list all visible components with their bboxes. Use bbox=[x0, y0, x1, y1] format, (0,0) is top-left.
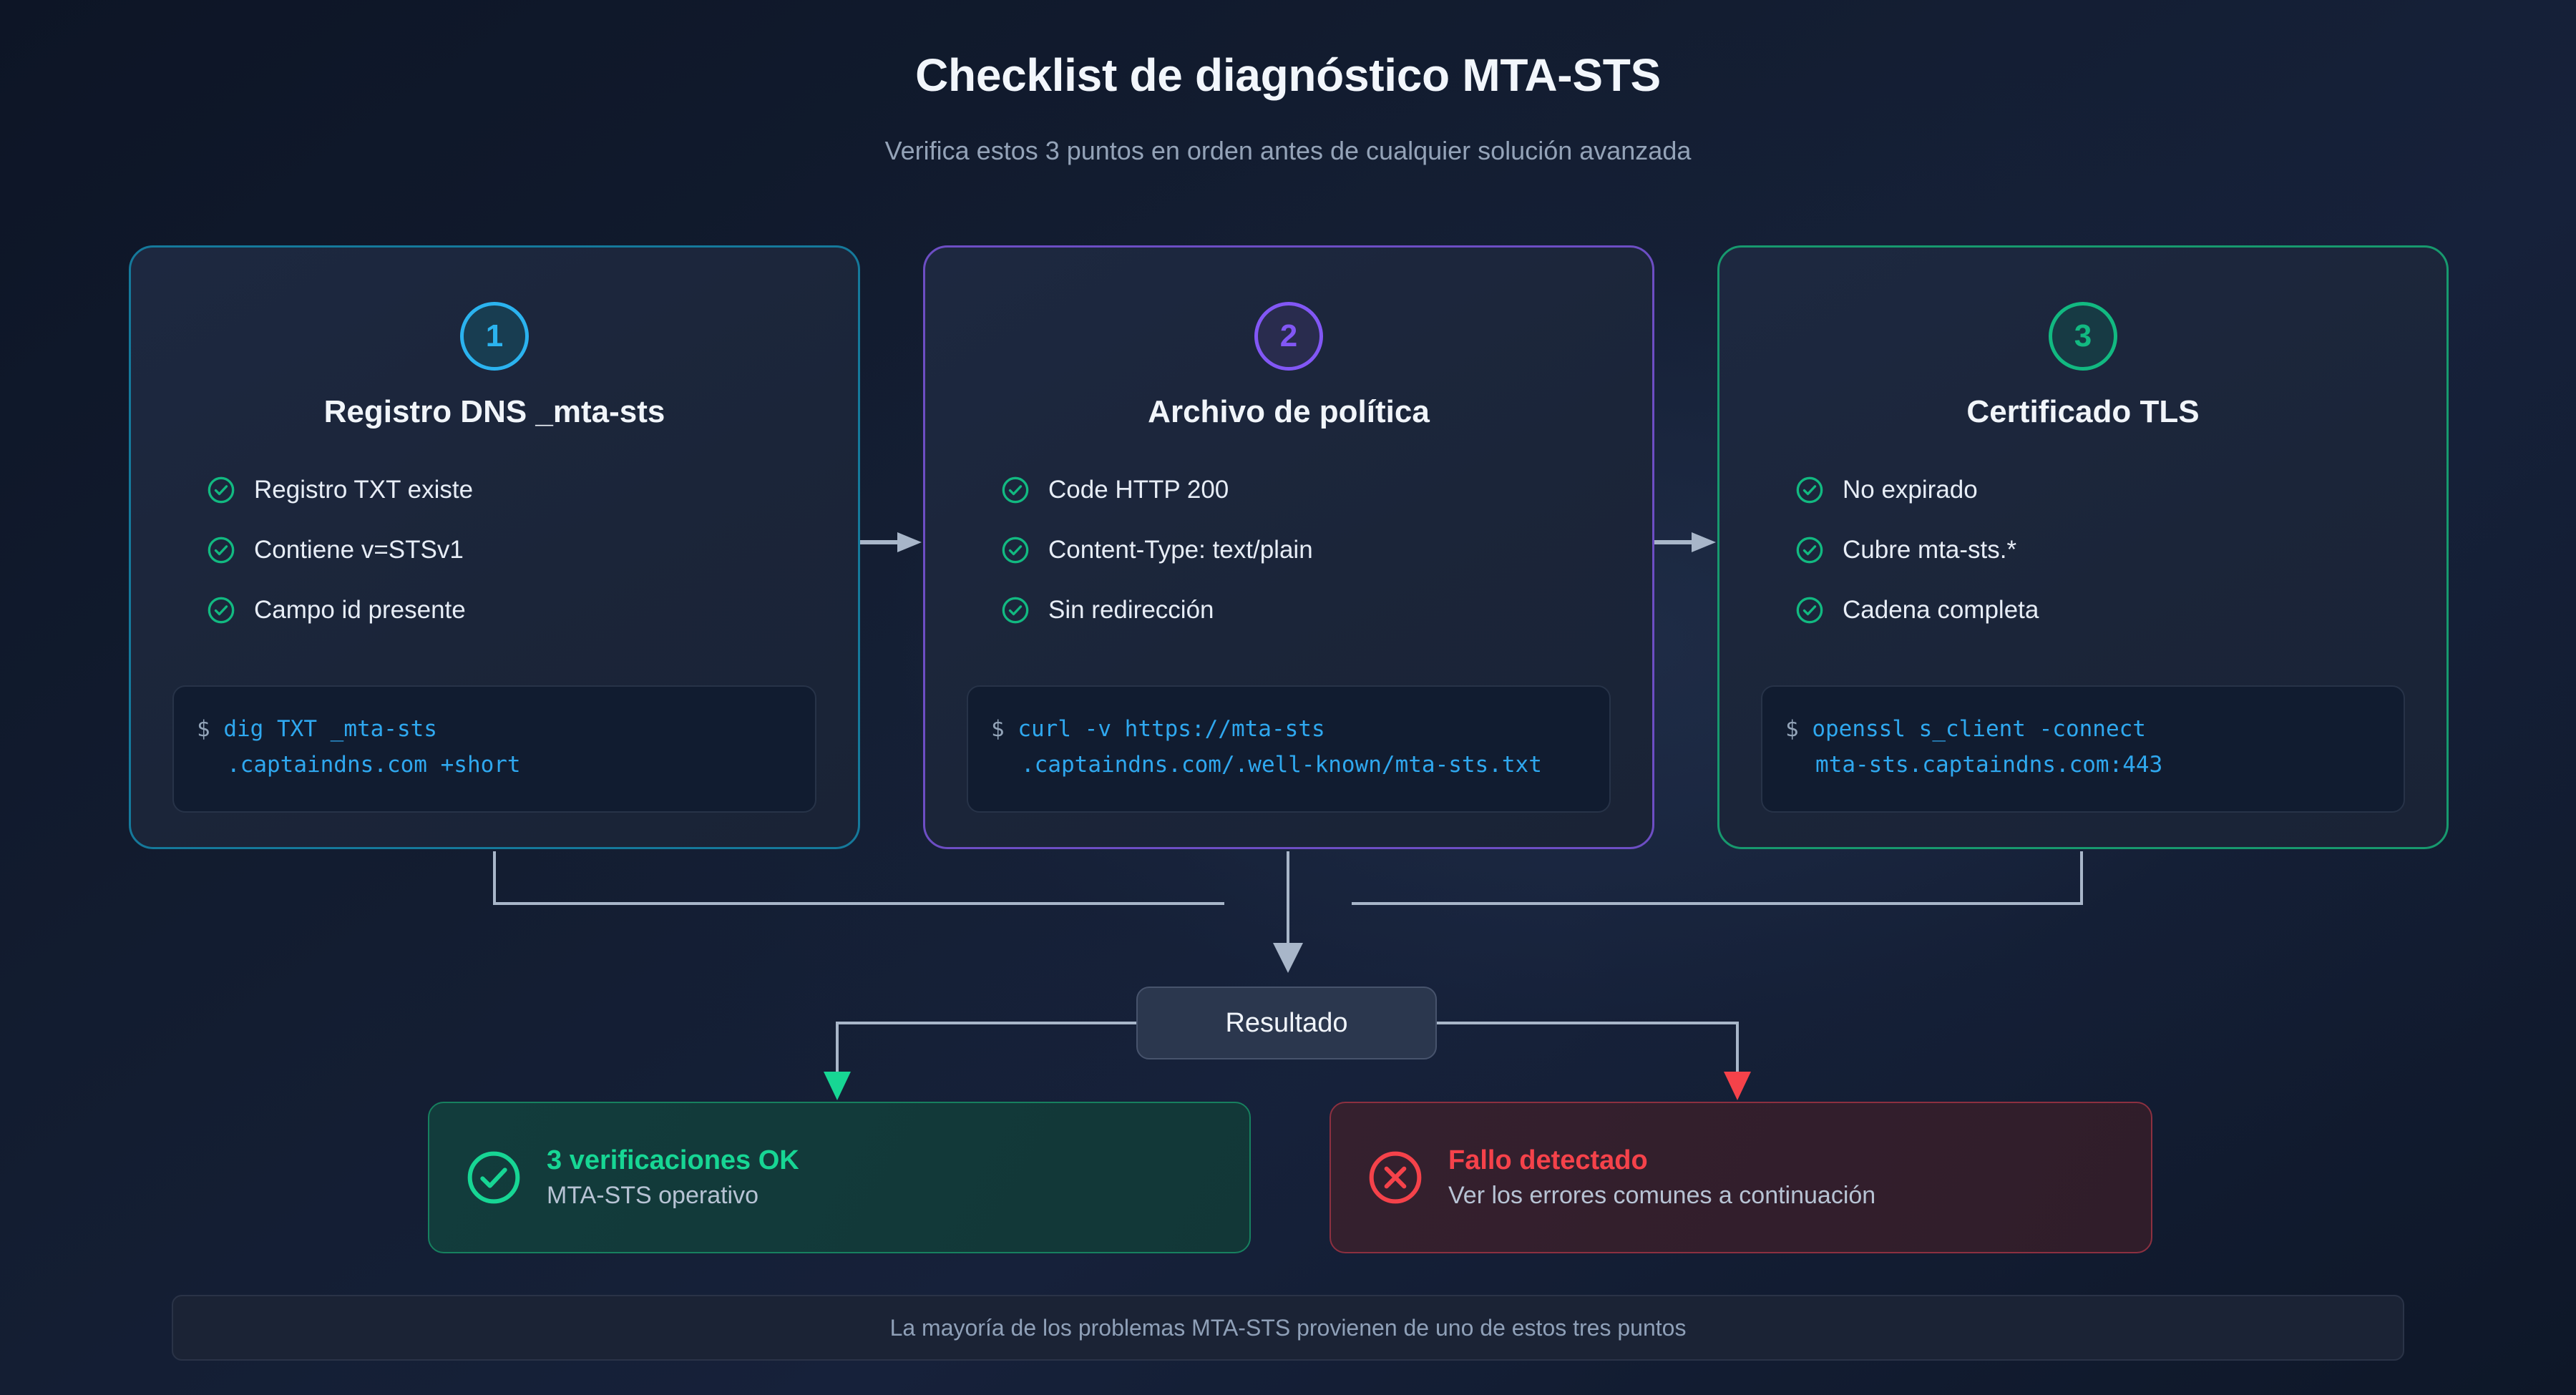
arrow-step1-to-step2 bbox=[853, 532, 922, 552]
shell-prompt: $ bbox=[991, 716, 1005, 742]
step-card-2[interactable]: 2 Archivo de política Code HTTP 200 Cont… bbox=[923, 245, 1654, 849]
check-item: Code HTTP 200 bbox=[1001, 469, 1313, 511]
check-item: Contiene v=STSv1 bbox=[207, 529, 473, 571]
command-line-2: mta-sts.captaindns.com:443 bbox=[1815, 752, 2163, 778]
result-node[interactable]: Resultado bbox=[1136, 987, 1437, 1059]
check-label: Content-Type: text/plain bbox=[1048, 536, 1313, 564]
check-circle-icon bbox=[208, 537, 235, 564]
shell-prompt: $ bbox=[1785, 716, 1799, 742]
arrow-step2-to-step3 bbox=[1647, 532, 1716, 552]
step-command-1[interactable]: $ dig TXT _mta-sts .captaindns.com +shor… bbox=[172, 685, 816, 813]
step-number-badge-2: 2 bbox=[1254, 302, 1323, 371]
check-circle-icon bbox=[208, 597, 235, 624]
command-line-1: dig TXT _mta-sts bbox=[223, 716, 437, 742]
check-label: Sin redirección bbox=[1048, 596, 1214, 624]
check-circle-icon bbox=[467, 1151, 520, 1204]
step-number-badge-3: 3 bbox=[2049, 302, 2117, 371]
step-check-list-3: No expirado Cubre mta-sts.* Cadena compl… bbox=[1795, 469, 2039, 650]
outcome-success-text: 3 verificaciones OK MTA-STS operativo bbox=[547, 1145, 799, 1210]
step-check-list-2: Code HTTP 200 Content-Type: text/plain S… bbox=[1001, 469, 1313, 650]
check-label: Registro TXT existe bbox=[254, 476, 474, 504]
command-line-2: .captaindns.com +short bbox=[227, 752, 521, 778]
step-command-2[interactable]: $ curl -v https://mta-sts .captaindns.co… bbox=[967, 685, 1611, 813]
step-number-badge-1: 1 bbox=[460, 302, 529, 371]
outcome-success-subtitle: MTA-STS operativo bbox=[547, 1182, 759, 1209]
outcome-failure-subtitle: Ver los errores comunes a continuación bbox=[1448, 1182, 1876, 1209]
outcome-success-title: 3 verificaciones OK bbox=[547, 1145, 799, 1175]
step-title-1: Registro DNS _mta-sts bbox=[323, 394, 665, 429]
check-item: Cadena completa bbox=[1795, 589, 2039, 631]
command-line-2: .captaindns.com/.well-known/mta-sts.txt bbox=[1021, 752, 1542, 778]
check-item: Sin redirección bbox=[1001, 589, 1313, 631]
outcome-success[interactable]: 3 verificaciones OK MTA-STS operativo bbox=[428, 1102, 1251, 1253]
check-circle-icon bbox=[1796, 476, 1823, 504]
outcome-failure[interactable]: Fallo detectado Ver los errores comunes … bbox=[1330, 1102, 2152, 1253]
check-label: No expirado bbox=[1843, 476, 1978, 504]
step-card-3[interactable]: 3 Certificado TLS No expirado Cubre mta-… bbox=[1717, 245, 2449, 849]
step-title-2: Archivo de política bbox=[1148, 394, 1430, 429]
check-circle-icon bbox=[208, 476, 235, 504]
check-label: Cubre mta-sts.* bbox=[1843, 536, 2017, 564]
step-title-3: Certificado TLS bbox=[1966, 394, 2200, 429]
outcome-failure-title: Fallo detectado bbox=[1448, 1145, 1648, 1175]
check-item: Registro TXT existe bbox=[207, 469, 473, 511]
command-line-1: openssl s_client -connect bbox=[1812, 716, 2146, 742]
check-label: Cadena completa bbox=[1843, 596, 2039, 624]
x-circle-icon bbox=[1369, 1151, 1422, 1204]
check-circle-icon bbox=[1796, 537, 1823, 564]
page-title: Checklist de diagnóstico MTA-STS bbox=[915, 49, 1661, 101]
check-item: Campo id presente bbox=[207, 589, 473, 631]
step-command-3[interactable]: $ openssl s_client -connect mta-sts.capt… bbox=[1761, 685, 2405, 813]
step-check-list-1: Registro TXT existe Contiene v=STSv1 Cam… bbox=[207, 469, 473, 650]
check-label: Code HTTP 200 bbox=[1048, 476, 1229, 504]
page-subtitle: Verifica estos 3 puntos en orden antes d… bbox=[884, 136, 1692, 165]
command-line-1: curl -v https://mta-sts bbox=[1018, 716, 1325, 742]
check-circle-icon bbox=[1002, 597, 1029, 624]
check-item: Content-Type: text/plain bbox=[1001, 529, 1313, 571]
shell-prompt: $ bbox=[197, 716, 210, 742]
check-circle-icon bbox=[1796, 597, 1823, 624]
check-circle-icon bbox=[1002, 476, 1029, 504]
check-label: Campo id presente bbox=[254, 596, 466, 624]
check-item: Cubre mta-sts.* bbox=[1795, 529, 2039, 571]
footer-note: La mayoría de los problemas MTA-STS prov… bbox=[172, 1295, 2404, 1361]
check-circle-icon bbox=[1002, 537, 1029, 564]
outcome-failure-text: Fallo detectado Ver los errores comunes … bbox=[1448, 1145, 1875, 1210]
check-item: No expirado bbox=[1795, 469, 2039, 511]
check-label: Contiene v=STSv1 bbox=[254, 536, 464, 564]
step-card-1[interactable]: 1 Registro DNS _mta-sts Registro TXT exi… bbox=[129, 245, 860, 849]
